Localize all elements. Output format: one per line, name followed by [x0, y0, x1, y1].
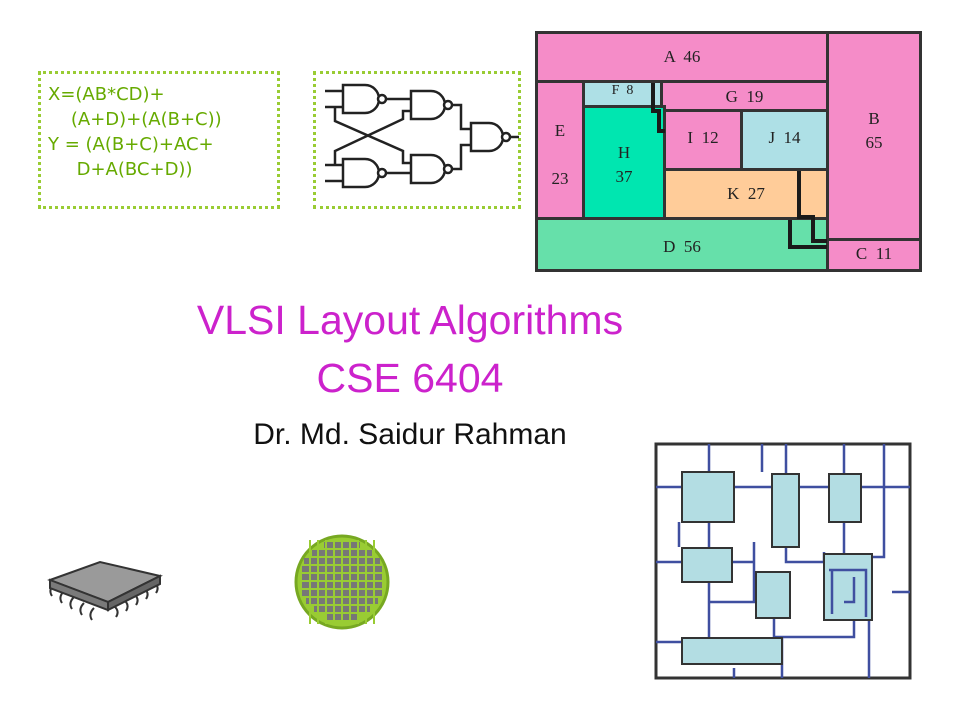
block-f-label: F 8 — [611, 83, 634, 98]
circuit-module — [681, 547, 733, 583]
circuit-module — [771, 473, 800, 548]
nand-gate-icon — [341, 157, 381, 189]
equations-text: X=(AB*CD)+ (A+D)+(A(B+C)) Y = (A(B+C)+AC… — [48, 82, 222, 182]
author-name: Dr. Md. Saidur Rahman — [253, 418, 567, 451]
gate-diagram-box — [313, 71, 521, 209]
nand-gate-icon — [409, 89, 447, 121]
equation-line-3: Y = (A(B+C)+AC+ — [48, 134, 214, 155]
silicon-wafer-icon — [294, 534, 390, 630]
ic-chip-icon — [47, 560, 163, 621]
circuit-module — [681, 471, 735, 523]
nand-gate-icon — [469, 121, 505, 153]
nand-gate-icon — [409, 153, 447, 185]
block-h-label: H 37 — [615, 143, 633, 186]
block-e-label: E 23 — [551, 121, 569, 188]
title-line-1: VLSI Layout Algorithms — [196, 297, 624, 343]
block-i-label: I 12 — [687, 128, 719, 147]
block-g-label: G 19 — [725, 87, 764, 106]
circuit-module — [828, 473, 862, 523]
block-f — [582, 80, 663, 108]
block-b-label: B 65 — [865, 109, 883, 152]
circuit-module — [681, 637, 783, 665]
circuit-module — [755, 571, 791, 619]
block-a-label: A 46 — [663, 47, 701, 66]
title-line-2: CSE 6404 — [316, 355, 504, 401]
block-d-label: D 56 — [663, 237, 701, 256]
equation-line-4: D+A(BC+D)) — [48, 159, 193, 180]
nand-gate-icon — [341, 83, 381, 115]
block-c — [826, 238, 922, 272]
equation-line-2: (A+D)+(A(B+C)) — [48, 109, 222, 130]
logic-gate-diagram — [325, 83, 519, 189]
block-k-label: K 27 — [727, 184, 765, 203]
floorplan: A 46 B 65 C 11 E 23 F 8 G 19 H 37 I 12 J… — [535, 31, 922, 272]
equation-line-1: X=(AB*CD)+ — [48, 84, 165, 105]
routing-channel — [651, 83, 827, 249]
block-d — [535, 217, 829, 272]
chip-layout-diagram — [654, 442, 912, 680]
block-j-label: J 14 — [768, 128, 801, 147]
block-c-label: C 11 — [855, 244, 893, 263]
equations-box — [38, 71, 280, 209]
